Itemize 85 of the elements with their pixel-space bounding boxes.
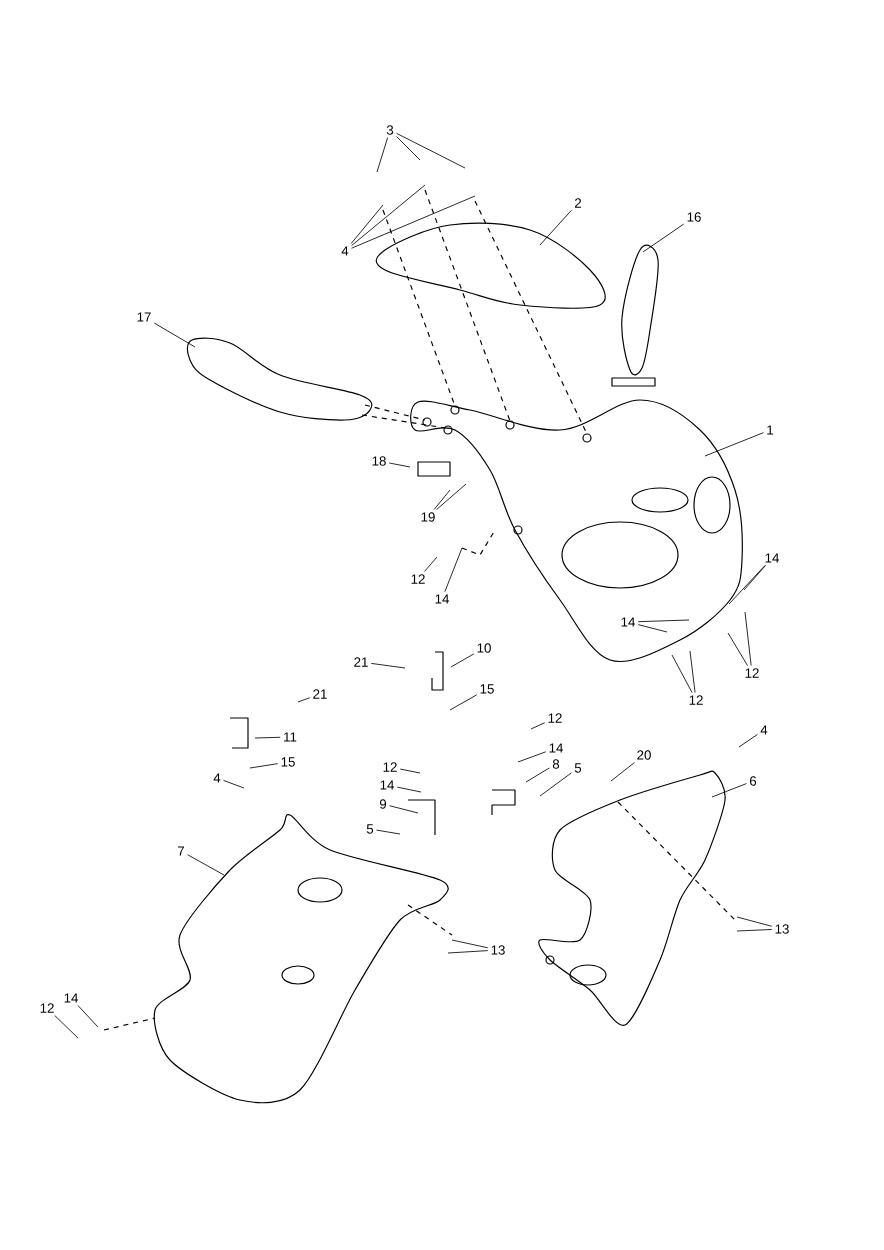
callout-number: 5 xyxy=(366,824,374,834)
callout-number: 14 xyxy=(621,617,636,627)
callout-number: 7 xyxy=(177,846,185,856)
callout-number: 14 xyxy=(765,553,780,563)
leader-line xyxy=(254,736,281,739)
leader-line xyxy=(388,462,411,468)
callout-number: 14 xyxy=(380,780,395,790)
leader-line xyxy=(689,650,696,693)
leader-line xyxy=(447,950,489,954)
leader-line xyxy=(637,624,668,633)
callout-number: 21 xyxy=(354,657,368,667)
callout-number: 12 xyxy=(383,762,397,772)
leader-line xyxy=(444,547,463,592)
callout-number: 4 xyxy=(341,246,349,256)
callout-number: 19 xyxy=(421,512,435,522)
leader-line xyxy=(396,136,421,161)
leader-line xyxy=(351,195,476,249)
leader-line xyxy=(370,663,406,669)
callout-number: 15 xyxy=(281,757,295,767)
callout-number: 13 xyxy=(775,924,789,934)
leader-line xyxy=(249,763,279,769)
callout-number: 15 xyxy=(480,684,494,694)
leader-line xyxy=(728,565,766,605)
callout-number: 17 xyxy=(137,312,151,322)
callout-number: 10 xyxy=(477,643,491,653)
leader-line xyxy=(539,772,572,797)
leader-line xyxy=(743,565,766,591)
leader-line xyxy=(517,751,547,763)
leader-line xyxy=(736,916,773,927)
callout-number: 4 xyxy=(760,725,768,735)
callout-number: 5 xyxy=(574,763,582,773)
leader-line xyxy=(530,722,546,730)
callout-number: 12 xyxy=(548,713,562,723)
leader-line xyxy=(451,939,489,949)
callout-number: 14 xyxy=(64,993,79,1003)
callout-number: 21 xyxy=(313,689,327,699)
leader-line xyxy=(711,783,747,798)
leader-line xyxy=(704,432,764,457)
leader-line xyxy=(351,184,426,247)
leader-line xyxy=(744,611,752,666)
leader-line xyxy=(642,223,685,253)
leader-line xyxy=(424,556,438,572)
leader-line xyxy=(54,1015,79,1039)
leader-line xyxy=(77,1005,99,1028)
callout-number: 14 xyxy=(549,743,564,753)
leader-line xyxy=(539,209,572,246)
callout-number: 4 xyxy=(213,773,221,783)
callout-number: 2 xyxy=(574,198,582,208)
callout-number: 13 xyxy=(491,945,505,955)
callout-number: 12 xyxy=(40,1003,54,1013)
callout-number: 16 xyxy=(687,212,701,222)
leader-line xyxy=(727,632,748,666)
leader-line xyxy=(450,653,475,668)
leader-line xyxy=(736,929,773,932)
callout-number: 9 xyxy=(379,799,387,809)
callout-number: 18 xyxy=(372,456,386,466)
callout-number: 12 xyxy=(745,668,759,678)
leader-line xyxy=(525,767,550,783)
leader-line xyxy=(187,854,225,876)
leader-line xyxy=(376,829,401,835)
leader-line xyxy=(399,768,421,774)
callout-number: 14 xyxy=(435,594,450,604)
leader-line xyxy=(449,694,478,711)
callout-number: 6 xyxy=(749,776,757,786)
leader-line xyxy=(738,734,758,748)
leader-line xyxy=(610,762,635,782)
leader-line xyxy=(433,489,451,510)
callout-number: 20 xyxy=(637,750,651,760)
leader-line xyxy=(350,204,384,244)
callout-number: 11 xyxy=(284,732,297,742)
leader-line xyxy=(396,132,466,169)
leader-line xyxy=(376,137,389,173)
leader-line xyxy=(436,483,467,510)
callout-number: 12 xyxy=(411,574,425,584)
leader-line xyxy=(637,619,690,623)
callout-number: 12 xyxy=(689,695,703,705)
callout-number: 8 xyxy=(552,759,560,769)
leader-line xyxy=(396,786,422,793)
leader-line xyxy=(223,780,245,789)
leader-line xyxy=(389,805,419,814)
leader-line xyxy=(297,697,311,703)
leader-line xyxy=(671,654,693,693)
callout-number: 3 xyxy=(386,125,394,135)
callout-number: 1 xyxy=(767,425,774,435)
leader-line xyxy=(153,322,196,348)
